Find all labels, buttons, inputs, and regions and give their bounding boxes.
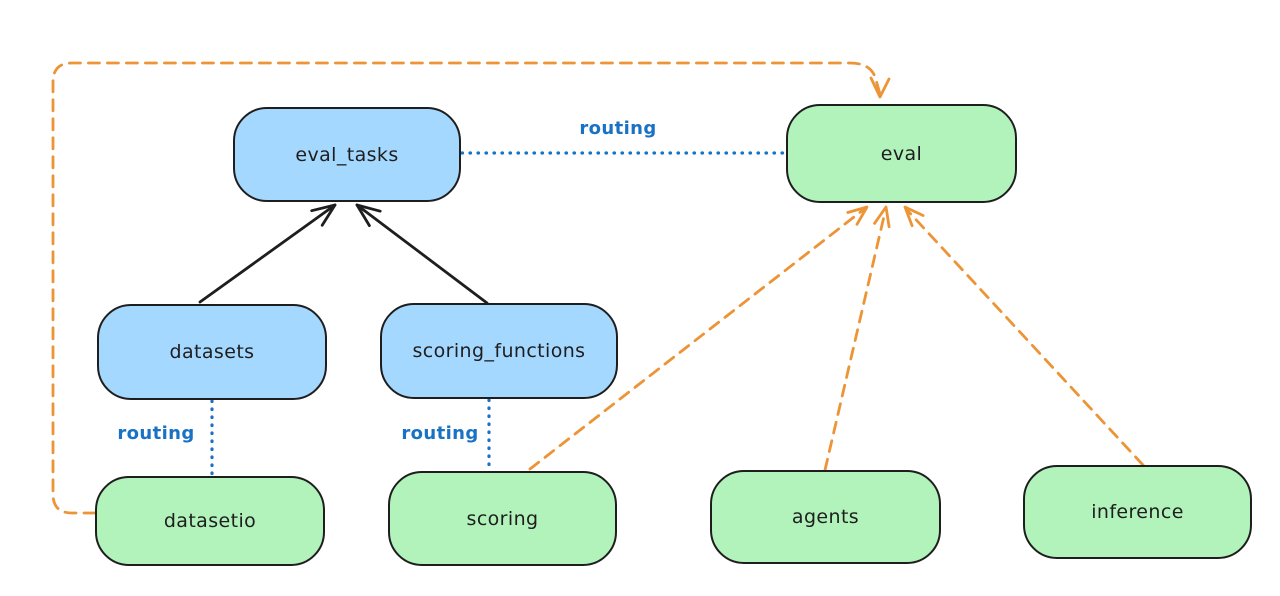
edge-inference-to-eval <box>906 209 1145 467</box>
node-datasetio-label: datasetio <box>163 510 257 532</box>
edge-scoring-to-eval <box>528 208 865 471</box>
node-scoring-functions: scoring_functions <box>380 303 618 399</box>
node-agents-label: agents <box>791 506 860 528</box>
routing-label-datasets-datasetio: routing <box>117 423 195 444</box>
node-eval-label: eval <box>880 142 923 165</box>
edge-datasetio-to-eval <box>51 61 882 515</box>
node-datasets: datasets <box>97 304 327 400</box>
arrowhead-agents-to-eval-icon <box>873 205 891 229</box>
node-inference-label: inference <box>1091 501 1184 523</box>
node-datasets-label: datasets <box>169 341 255 363</box>
node-agents: agents <box>710 470 941 564</box>
edge-datasets-to-eval-tasks <box>198 203 337 304</box>
node-datasetio: datasetio <box>95 476 325 566</box>
node-scoring-functions-label: scoring_functions <box>412 340 586 362</box>
node-eval-tasks-label: eval_tasks <box>295 143 399 166</box>
arrowhead-datasetio-to-eval-icon <box>869 76 891 99</box>
edge-agents-to-eval <box>823 210 887 472</box>
arrowhead-scoring-functions-to-eval-tasks-icon <box>355 203 382 227</box>
node-scoring-label: scoring <box>466 507 539 530</box>
arrowhead-datasets-to-eval-tasks-icon <box>310 203 337 227</box>
node-eval: eval <box>786 104 1017 203</box>
routing-label-scoring-functions-scoring: routing <box>401 423 479 444</box>
node-scoring: scoring <box>388 471 617 566</box>
edge-scoring-functions-to-eval-tasks <box>355 203 489 305</box>
arrowhead-scoring-to-eval-icon <box>846 205 869 226</box>
node-inference: inference <box>1023 465 1252 559</box>
arrowhead-inference-to-eval-icon <box>903 205 925 228</box>
node-eval-tasks: eval_tasks <box>233 107 461 202</box>
routing-label-eval-tasks-eval: routing <box>579 118 657 139</box>
